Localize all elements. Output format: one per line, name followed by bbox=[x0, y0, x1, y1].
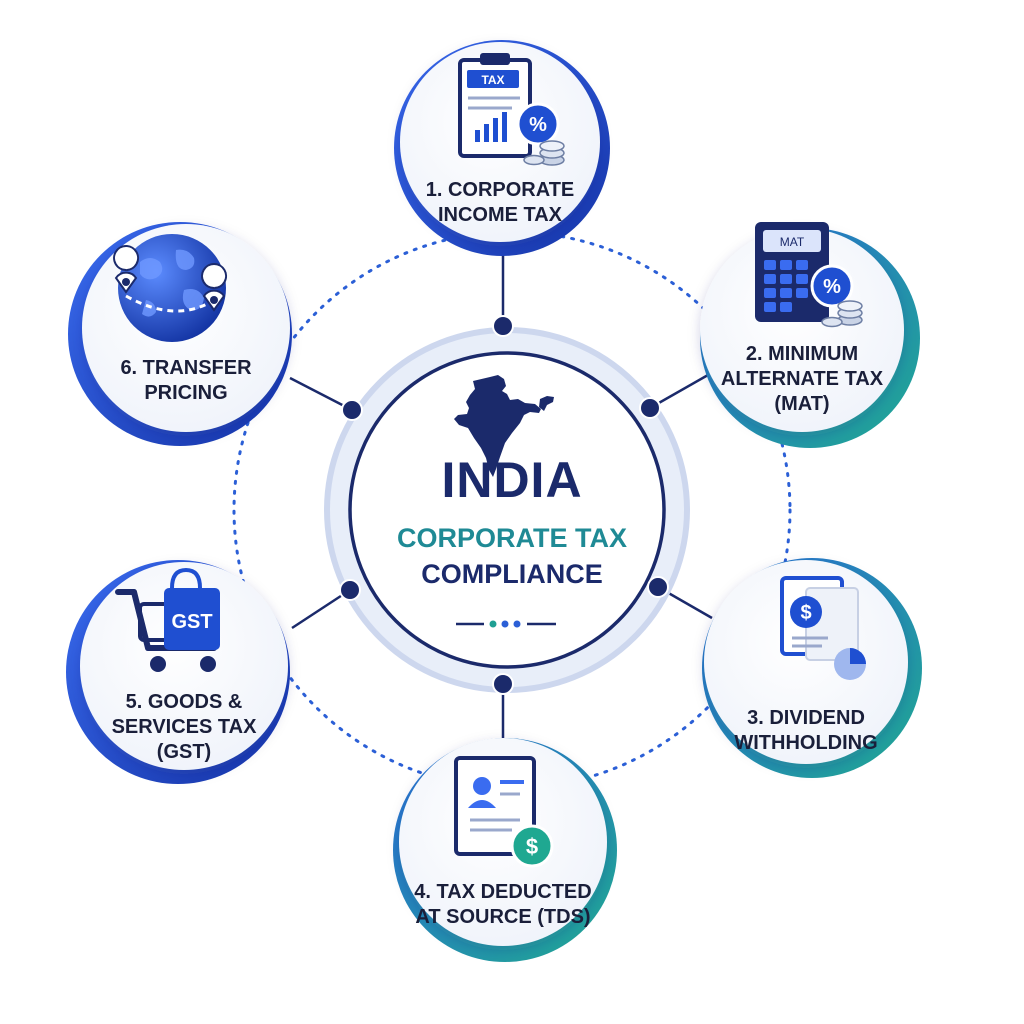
hub-dots bbox=[339, 315, 669, 695]
node-dividend-withholding[interactable]: $ bbox=[702, 558, 922, 778]
hub-dot-2 bbox=[639, 397, 661, 419]
hub-dot-5 bbox=[339, 579, 361, 601]
calculator-percent-icon: MAT % bbox=[755, 222, 863, 328]
center-title: INDIA bbox=[441, 452, 583, 508]
node-goods-services-tax[interactable]: GST bbox=[66, 560, 290, 784]
mat-screen-text: MAT bbox=[780, 235, 805, 249]
label-line: 3. DIVIDEND bbox=[747, 707, 865, 729]
label-line: 4. TAX DEDUCTED bbox=[414, 881, 592, 903]
india-northeast-icon bbox=[539, 396, 554, 411]
node-label-minimum-alternate-tax: 2. MINIMUM ALTERNATE TAX (MAT) bbox=[702, 342, 902, 417]
label-line: (MAT) bbox=[774, 393, 830, 415]
hub-dot-6 bbox=[341, 399, 363, 421]
node-label-transfer-pricing: 6. TRANSFER PRICING bbox=[86, 356, 286, 406]
label-line: SERVICES TAX bbox=[111, 716, 257, 738]
label-line: 1. CORPORATE bbox=[425, 179, 575, 201]
label-line: INCOME TAX bbox=[437, 204, 563, 226]
hub-dot-1 bbox=[492, 315, 514, 337]
gst-bag-text: GST bbox=[171, 611, 212, 633]
center-subtitle-line1: CORPORATE TAX bbox=[396, 523, 627, 553]
node-label-goods-services-tax: 5. GOODS & SERVICES TAX (GST) bbox=[84, 690, 284, 765]
svg-text:%: % bbox=[529, 114, 547, 136]
label-line: PRICING bbox=[144, 382, 228, 404]
dividend-document-icon: $ bbox=[780, 576, 866, 680]
tax-document-percent-icon: TAX % bbox=[458, 53, 565, 166]
india-map-icon bbox=[454, 375, 541, 477]
hub-dot-4 bbox=[492, 673, 514, 695]
shopping-cart-gst-icon: GST bbox=[115, 567, 220, 672]
label-line: 2. MINIMUM bbox=[745, 343, 859, 365]
connector-2 bbox=[649, 373, 709, 410]
connector-5 bbox=[291, 588, 351, 630]
node-label-corporate-income-tax: 1. CORPORATE INCOME TAX bbox=[400, 178, 600, 228]
label-line: 6. TRANSFER bbox=[120, 357, 252, 379]
center-divider bbox=[456, 620, 556, 628]
node-transfer-pricing[interactable] bbox=[68, 222, 292, 446]
id-document-dollar-icon: $ bbox=[454, 756, 554, 868]
label-line: 5. GOODS & bbox=[125, 691, 243, 713]
label-line: AT SOURCE (TDS) bbox=[415, 906, 591, 928]
center-subtitle-line2: COMPLIANCE bbox=[421, 559, 603, 589]
node-label-dividend-withholding: 3. DIVIDEND WITHHOLDING bbox=[706, 706, 906, 756]
label-line: WITHHOLDING bbox=[734, 732, 878, 754]
globe-route-icon bbox=[113, 234, 228, 342]
label-line: ALTERNATE TAX bbox=[720, 368, 884, 390]
node-tax-deducted-at-source[interactable]: $ bbox=[393, 738, 617, 962]
tds-dollar-text: $ bbox=[526, 834, 538, 859]
node-label-tax-deducted-at-source: 4. TAX DEDUCTED AT SOURCE (TDS) bbox=[403, 880, 603, 930]
label-line: (GST) bbox=[156, 741, 212, 763]
node-minimum-alternate-tax[interactable]: MAT % bbox=[700, 222, 920, 448]
tax-tag-text: TAX bbox=[481, 73, 504, 87]
connector-6 bbox=[289, 376, 353, 412]
dividend-dollar-text: $ bbox=[800, 602, 811, 624]
svg-text:%: % bbox=[823, 276, 841, 298]
center-hub bbox=[324, 327, 690, 693]
node-corporate-income-tax[interactable]: TAX % bbox=[394, 40, 610, 256]
hub-dot-3 bbox=[647, 576, 669, 598]
